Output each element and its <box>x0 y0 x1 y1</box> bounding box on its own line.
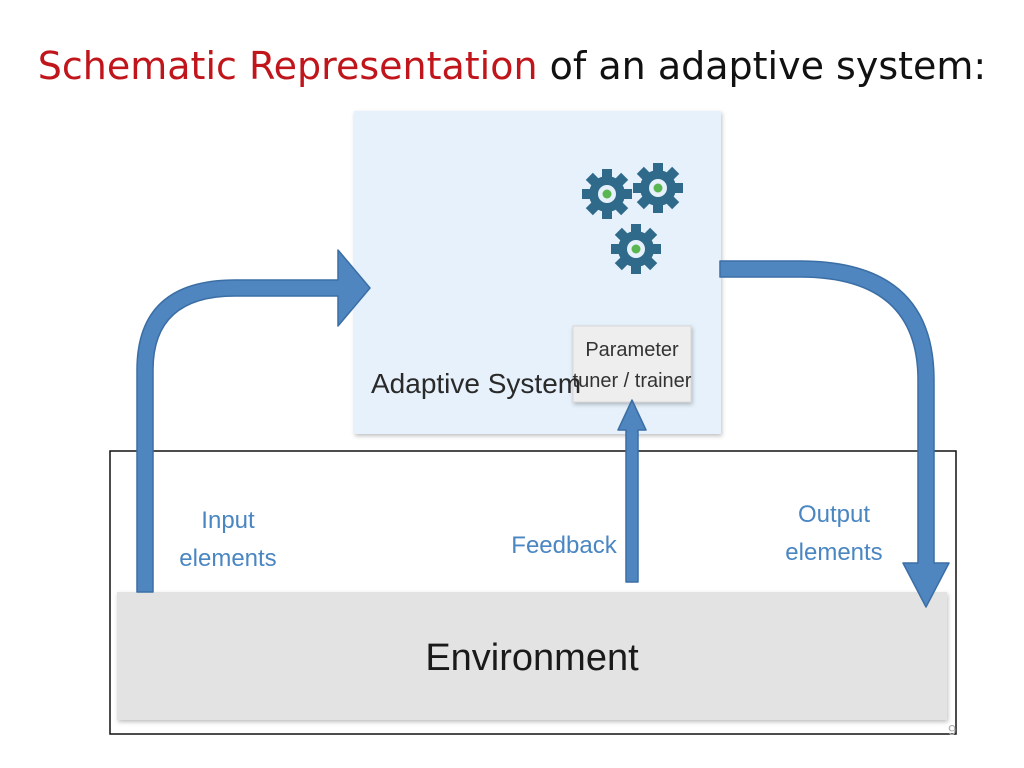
environment-frame <box>109 450 957 735</box>
environment-box <box>117 592 947 720</box>
output-label-line1: Output <box>798 501 870 528</box>
output-label-line2: elements <box>785 539 882 566</box>
input-label-line1: Input <box>201 507 255 534</box>
page-title: Schematic Representation of an adaptive … <box>0 44 1024 88</box>
adaptive-system-label: Adaptive System <box>371 368 581 399</box>
tuner-label-line1: Parameter <box>585 339 679 361</box>
input-label-line2: elements <box>179 545 276 572</box>
input-arrow <box>136 249 371 593</box>
tuner-label-line2: tuner / trainer <box>573 370 692 392</box>
feedback-label: Feedback <box>511 532 617 559</box>
output-arrow <box>719 260 950 608</box>
page-number: 9 <box>948 722 957 739</box>
title-highlight: Schematic Representation <box>37 44 538 88</box>
environment-label: Environment <box>425 637 639 679</box>
title-rest: of an adaptive system: <box>537 44 987 88</box>
feedback-arrow <box>617 399 647 583</box>
